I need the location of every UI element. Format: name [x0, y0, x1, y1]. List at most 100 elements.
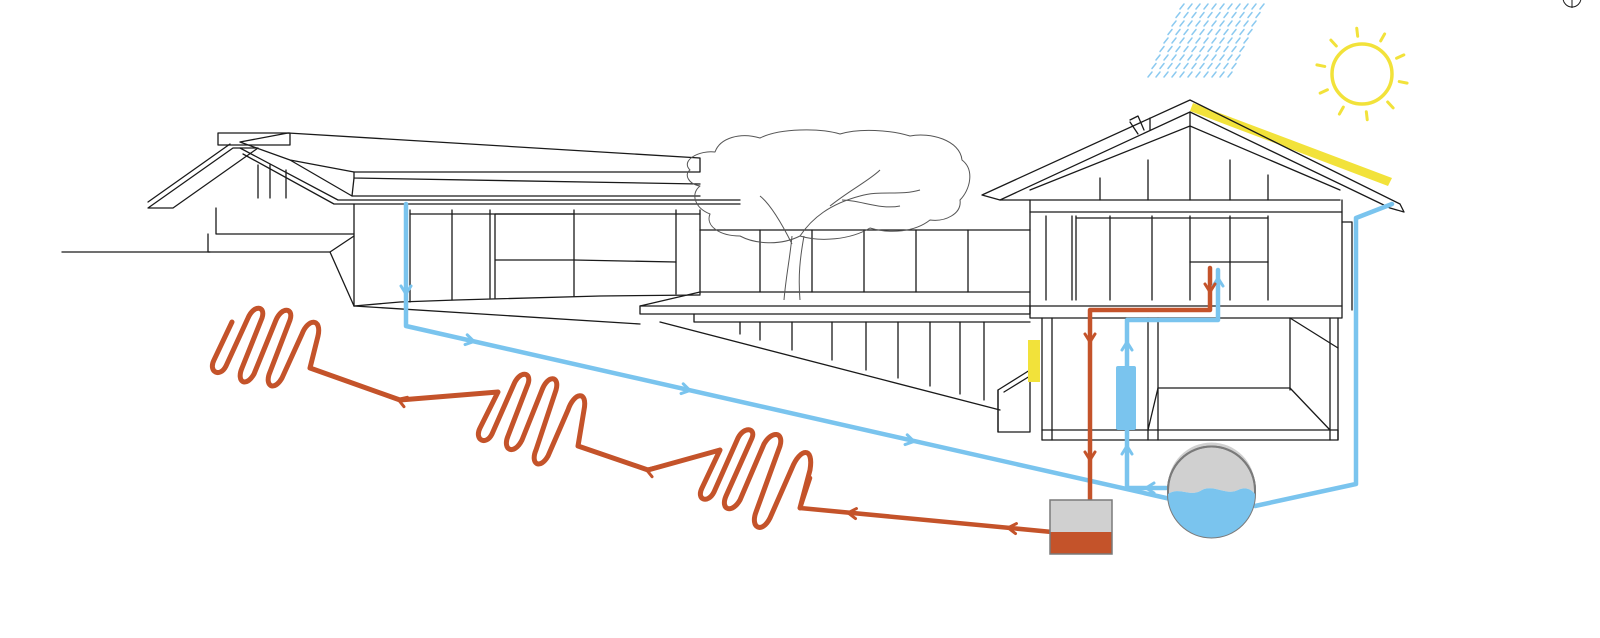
flow-arrow — [1083, 450, 1097, 462]
rain-drop — [1235, 54, 1241, 61]
rain-drop — [1219, 3, 1225, 10]
rain-drop — [1191, 45, 1197, 53]
sun-ray — [1315, 63, 1327, 68]
flow-arrow — [1083, 332, 1097, 344]
irrigation-coil-far — [210, 305, 403, 403]
rain-drop — [1227, 3, 1233, 10]
rain-drop — [1171, 54, 1177, 61]
water-heater-cylinder — [1116, 366, 1136, 430]
sun-ray — [1329, 38, 1338, 48]
rain-drop — [1167, 28, 1173, 36]
rain-drop — [1215, 28, 1221, 36]
rain-drop — [1207, 28, 1213, 36]
rain-drop — [1155, 71, 1161, 78]
rain-drop — [1207, 11, 1213, 19]
sun-ray — [1337, 105, 1345, 116]
rain-drop — [1147, 71, 1153, 78]
rain-drop — [1211, 71, 1217, 78]
rainwater-tank — [1167, 442, 1256, 539]
flow-arrow — [679, 382, 692, 396]
rain-drop — [1163, 37, 1169, 44]
rain-drop — [1195, 54, 1201, 61]
rain-drop — [1171, 37, 1177, 44]
rain-drop — [1259, 3, 1265, 10]
rain-drop — [1167, 45, 1173, 53]
rain-drop — [1195, 3, 1201, 10]
rain-icon — [1147, 3, 1265, 78]
rain-drop — [1227, 71, 1233, 78]
sun-ray — [1318, 88, 1329, 95]
rain-drop — [1251, 20, 1257, 27]
rain-drop — [1211, 54, 1217, 61]
rain-drop — [1175, 45, 1181, 53]
rainwater-piping — [403, 201, 1395, 509]
rain-drop — [1231, 45, 1237, 53]
rain-drop — [1199, 11, 1205, 19]
rain-drop — [1175, 28, 1181, 36]
rain-drop — [1219, 71, 1225, 78]
rain-drop — [1227, 54, 1233, 61]
rain-drop — [1207, 62, 1213, 70]
flow-arrow — [463, 333, 476, 347]
flow-arrow — [1120, 444, 1134, 456]
rain-drop — [1203, 54, 1209, 61]
rain-drop — [1203, 37, 1209, 44]
right-wing — [981, 99, 1405, 441]
rain-drop — [1191, 11, 1197, 19]
rain-drop — [1247, 28, 1253, 36]
rain-drop — [1187, 71, 1193, 78]
rain-drop — [1243, 37, 1249, 44]
crosshair-icon — [1562, 0, 1582, 8]
sun-ray — [1379, 32, 1387, 43]
sun-ray — [1395, 53, 1406, 60]
rain-drop — [1179, 71, 1185, 78]
rain-drop — [1151, 62, 1157, 70]
rain-drop — [1159, 62, 1165, 70]
rain-drop — [1175, 11, 1181, 19]
rain-drop — [1223, 62, 1229, 70]
rain-drop — [1179, 37, 1185, 44]
flow-arrow — [1203, 282, 1217, 294]
rain-drop — [1243, 3, 1249, 10]
rain-drop — [1219, 20, 1225, 27]
solar-wall-panel — [1028, 340, 1040, 382]
rain-drop — [1231, 11, 1237, 19]
rain-drop — [1203, 71, 1209, 78]
sun-icon — [1315, 26, 1409, 122]
rain-drop — [1235, 20, 1241, 27]
rain-drop — [1163, 54, 1169, 61]
flow-arrow — [1006, 522, 1018, 536]
rain-drop — [1215, 45, 1221, 53]
rain-drop — [1223, 28, 1229, 36]
rain-drop — [1239, 11, 1245, 19]
rain-drop — [1191, 28, 1197, 36]
rain-drop — [1183, 62, 1189, 70]
rain-drop — [1171, 71, 1177, 78]
rain-drop — [1219, 37, 1225, 44]
rain-drop — [1191, 62, 1197, 70]
courtyard-deck — [639, 229, 1031, 411]
irrigation-coil-mid — [397, 371, 651, 473]
rain-drop — [1187, 3, 1193, 10]
rain-drop — [1167, 62, 1173, 70]
sun-ray — [1386, 100, 1395, 110]
sun-ray — [1355, 26, 1360, 38]
rain-drop — [1227, 20, 1233, 27]
rain-drop — [1203, 20, 1209, 27]
rain-drop — [1187, 37, 1193, 44]
left-wing — [147, 132, 741, 325]
irrigation-coils — [210, 305, 814, 530]
rain-drop — [1207, 45, 1213, 53]
flow-arrows — [396, 276, 1225, 536]
rain-drop — [1239, 45, 1245, 53]
rain-drop — [1183, 11, 1189, 19]
rain-drop — [1199, 28, 1205, 36]
rain-drop — [1203, 3, 1209, 10]
rain-drop — [1223, 11, 1229, 19]
rain-drop — [1179, 54, 1185, 61]
rain-drop — [1195, 71, 1201, 78]
rain-drop — [1183, 28, 1189, 36]
rain-drop — [1187, 20, 1193, 27]
rain-drop — [1227, 37, 1233, 44]
